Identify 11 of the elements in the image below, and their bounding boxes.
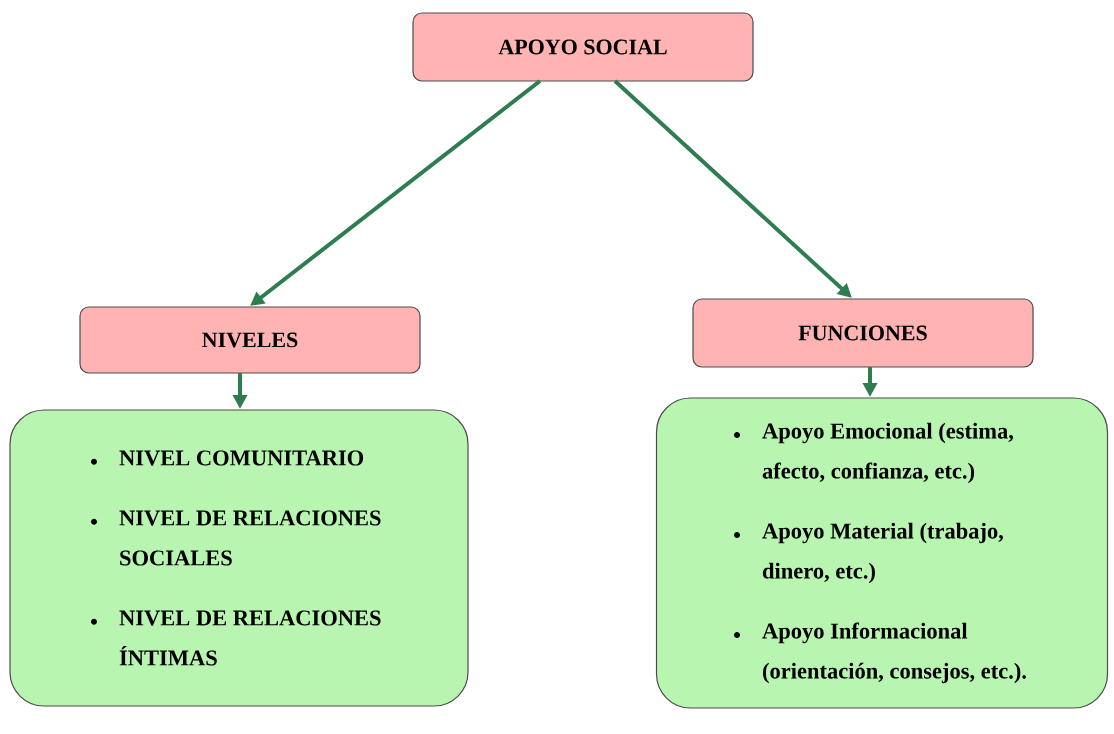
list-box	[9, 409, 469, 707]
heading-box: FUNCIONES	[692, 298, 1034, 368]
list-item: NIVEL COMUNITARIO	[91, 450, 364, 466]
list-item: Apoyo Informacional (orientación, consejos, etc.).	[734, 622, 1026, 684]
heading-box: NIVELES	[79, 306, 421, 374]
list-item: Apoyo Emocional (estima, afecto, confianza, etc.)	[734, 422, 1013, 484]
heading-box: APOYO SOCIAL	[412, 12, 754, 82]
list-box	[655, 397, 1109, 709]
list-item: Apoyo Material (trabajo, dinero, etc.)	[734, 522, 1003, 584]
list-item: NIVEL DE RELACIONES ÍNTIMAS	[91, 610, 381, 666]
list-item: NIVEL DE RELACIONES SOCIALES	[91, 510, 381, 566]
